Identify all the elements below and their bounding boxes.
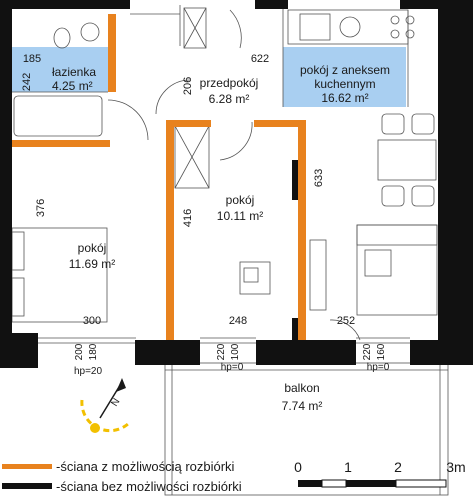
kitchen-name-line1: pokój z aneksem: [300, 63, 390, 77]
window1-width: 200: [74, 343, 85, 360]
legend-structural-text: -ściana bez możliwości rozbiórki: [56, 479, 242, 494]
scale-label-3m: 3m: [446, 459, 465, 475]
kitchen-fill: [283, 47, 406, 107]
legend-removable-text: -ściana z możliwością rozbiórki: [56, 459, 235, 474]
window3-sill: hp=0: [367, 362, 390, 373]
scale-label-2: 2: [394, 459, 402, 475]
dim-416: 416: [182, 209, 194, 227]
scale-segment-1: [298, 480, 322, 487]
dim-242: 242: [21, 73, 33, 91]
window2-height: 100: [230, 343, 241, 360]
dim-300: 300: [83, 315, 101, 327]
removable-walls: [12, 14, 306, 340]
scale-segment-2: [321, 479, 347, 488]
scale-label-0: 0: [294, 459, 302, 475]
legend-structural-swatch: [2, 483, 52, 489]
dim-248: 248: [229, 315, 247, 327]
scale-segment-4: [395, 479, 447, 488]
scale-label-1: 1: [344, 459, 352, 475]
window2-sill: hp=0: [221, 362, 244, 373]
kitchen-name-line2: kuchennym: [314, 77, 375, 91]
window1-sill: hp=20: [74, 366, 103, 377]
balcony-area: 7.74 m²: [282, 399, 323, 413]
dim-622: 622: [251, 53, 269, 65]
kitchen-area: 16.62 m²: [321, 91, 368, 105]
interior-lines: [11, 5, 449, 496]
dim-252: 252: [337, 315, 355, 327]
bathroom-area: 4.25 m²: [52, 79, 93, 93]
left-room-name: pokój: [78, 241, 107, 255]
compass-north-label: N: [109, 397, 122, 409]
bathroom-name: łazienka: [52, 65, 96, 79]
bathroom-fill: [12, 47, 108, 92]
window3-height: 160: [376, 343, 387, 360]
middle-room-area: 10.11 m²: [217, 209, 263, 223]
window3-width: 220: [362, 343, 373, 360]
left-room-area: 11.69 m²: [69, 257, 115, 271]
scale-bar: 0 1 2 3m: [294, 459, 466, 488]
scale-segment-3: [346, 480, 396, 487]
dim-185: 185: [23, 53, 41, 65]
dim-206: 206: [182, 77, 194, 95]
legend-removable-swatch: [2, 464, 52, 469]
legend: -ściana z możliwością rozbiórki -ściana …: [2, 459, 242, 494]
window2-width: 220: [216, 343, 227, 360]
middle-room-name: pokój: [226, 193, 255, 207]
dim-376: 376: [35, 199, 47, 217]
compass-icon: N: [80, 378, 129, 433]
balcony-name: balkon: [284, 381, 319, 395]
hall-area: 6.28 m²: [209, 92, 250, 106]
window1-height: 180: [88, 343, 99, 360]
dim-633: 633: [313, 169, 325, 187]
hall-name: przedpokój: [200, 76, 259, 90]
